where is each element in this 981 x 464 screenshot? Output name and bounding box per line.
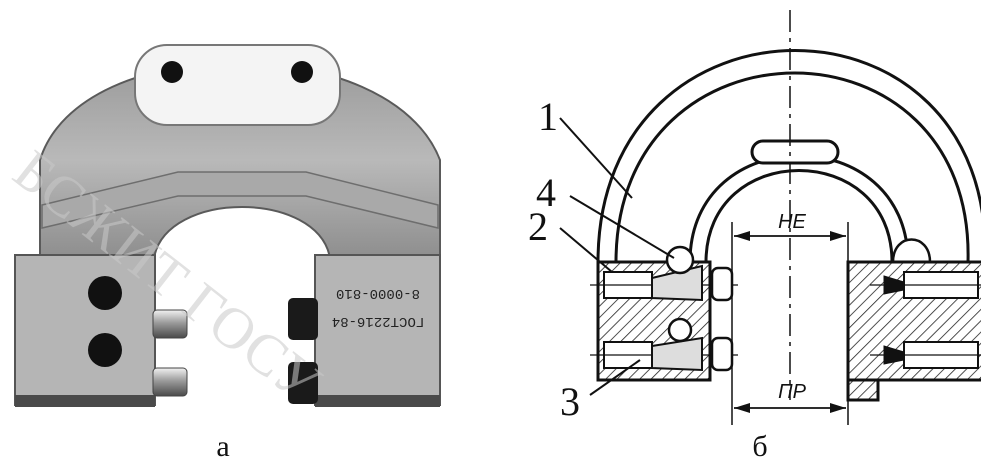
- outer-bow-outer: [596, 49, 981, 263]
- dim-label-pr: ПР: [778, 381, 806, 403]
- leg-screw-bottom: [88, 333, 122, 367]
- outer-bow-inner: [614, 71, 970, 263]
- tip-ne: [710, 266, 734, 302]
- gauge-leg-left: [14, 254, 156, 406]
- locking-ball-top: [665, 245, 695, 275]
- panel-b-drawing: [559, 10, 981, 425]
- gauge-leg-right: [314, 254, 441, 406]
- tip-pr: [710, 336, 734, 372]
- leader-3: [589, 359, 641, 396]
- plate-screw-left: [161, 61, 183, 83]
- locking-ball-bottom: [667, 317, 693, 343]
- top-pad: [750, 139, 840, 165]
- dim-label-ne: НЕ: [778, 211, 806, 233]
- gauge-chamfer: [41, 171, 439, 229]
- pin-right-bottom: [288, 362, 318, 404]
- leader-2: [559, 227, 613, 273]
- leg-screw-top: [88, 276, 122, 310]
- callout-3: 3: [560, 379, 580, 424]
- label-plate: [134, 44, 341, 126]
- panel-a-caption: а: [216, 430, 229, 463]
- plate-screw-right: [291, 61, 313, 83]
- inner-bow-inner: [704, 169, 894, 263]
- leader-1: [559, 117, 633, 199]
- leader-4: [569, 195, 675, 259]
- engraving-line-2: ГОСТ2216-84: [332, 313, 424, 329]
- panel-a-photo: 8-0000-810 ГОСТ2216-84 а: [14, 44, 441, 463]
- callout-2: 2: [528, 204, 548, 249]
- pin-left-top: [152, 309, 188, 339]
- panel-b-caption: б: [752, 430, 767, 463]
- pin-right-top: [288, 298, 318, 340]
- engraving-line-1: 8-0000-810: [336, 285, 420, 301]
- callout-4: 4: [536, 170, 556, 215]
- panel-b-annotations: 1 4 2 3 НЕ ПР б: [528, 94, 807, 463]
- callout-1: 1: [538, 94, 558, 139]
- right-dome: [891, 238, 932, 264]
- pin-left-bottom: [152, 367, 188, 397]
